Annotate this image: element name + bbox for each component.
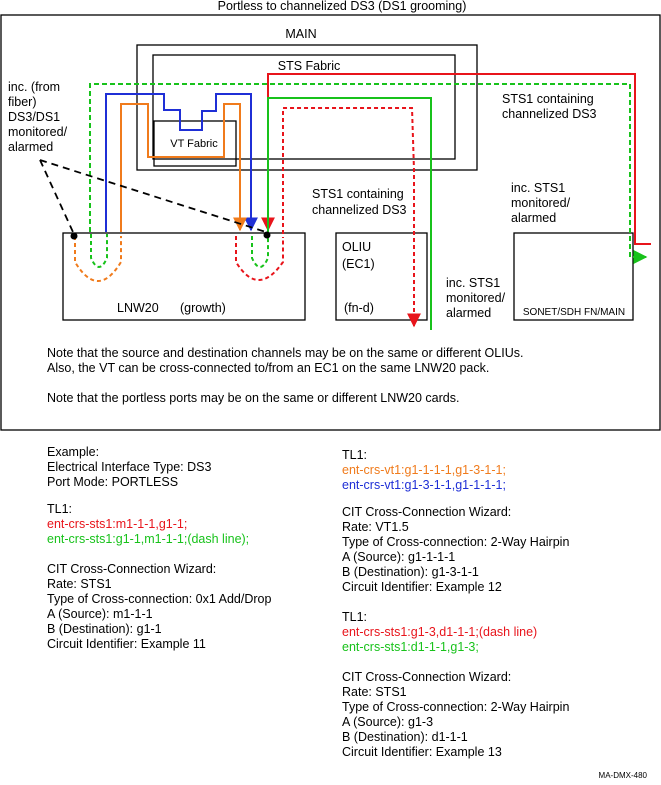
sts1-top-line: STS1 containing — [502, 92, 594, 106]
orange-hairpin-loop — [74, 236, 122, 282]
inc-sts1-oliu-line: inc. STS1 — [446, 276, 500, 290]
tl1-command-green: ent-crs-sts1:g1-1,m1-1-1;(dash line); — [47, 532, 250, 546]
monitor-pointer-right — [39, 159, 267, 233]
vt-fabric-box — [153, 120, 237, 167]
sonet-box — [513, 232, 634, 321]
wizard-circuit-right-2: Circuit Identifier: Example 13 — [342, 745, 502, 759]
inc-fiber-line: fiber) — [8, 95, 36, 109]
wizard-title-right-1: CIT Cross-Connection Wizard: — [342, 505, 512, 519]
sts1-mid-line: STS1 containing — [312, 187, 404, 201]
lnw20-label: LNW20 — [117, 301, 159, 315]
note-vt: Also, the VT can be cross-connected to/f… — [47, 361, 489, 375]
monitor-point-left — [70, 232, 78, 240]
blue-hairpin-loop — [90, 234, 108, 268]
inc-sts1-right-line: inc. STS1 — [511, 181, 565, 195]
wizard-circuit-left: Circuit Identifier: Example 11 — [47, 637, 206, 651]
figure-id: MA-DMX-480 — [598, 771, 647, 780]
lnw20-box — [62, 232, 306, 321]
right-example-block: TL1: ent-crs-vt1:g1-1-1-1,g1-3-1-1; ent-… — [342, 448, 569, 760]
wizard-source-left: A (Source): m1-1-1 — [47, 607, 153, 621]
inc-fiber-line: alarmed — [8, 140, 53, 154]
inc-sts1-right-line: monitored/ — [511, 196, 571, 210]
sts1-mid-annotation: STS1 containing channelized DS3 — [312, 187, 407, 217]
inc-sts1-oliu-annotation: inc. STS1 monitored/ alarmed — [446, 276, 509, 320]
tl1-command-green-2: ent-crs-sts1:d1-1-1,g1-3; — [342, 640, 479, 654]
sonet-label: SONET/SDH FN/MAIN — [523, 307, 625, 318]
wizard-rate-left: Rate: STS1 — [47, 577, 112, 591]
cross-connection-diagram: Portless to channelized DS3 (DS1 groomin… — [0, 0, 661, 431]
sts-fabric-box — [152, 54, 456, 160]
wizard-source-right-2: A (Source): g1-3 — [342, 715, 434, 729]
tl1-label-right-1: TL1: — [342, 448, 368, 462]
tl1-command-blue: ent-crs-vt1:g1-3-1-1,g1-1-1-1; — [342, 478, 506, 492]
monitor-pointer-left — [39, 159, 74, 233]
wizard-type-right-1: Type of Cross-connection: 2-Way Hairpin — [342, 535, 570, 549]
green-hairpin-loop — [251, 236, 269, 268]
wizard-type-right-2: Type of Cross-connection: 2-Way Hairpin — [342, 700, 570, 714]
sts1-top-line: channelized DS3 — [502, 107, 597, 121]
wizard-title-right-2: CIT Cross-Connection Wizard: — [342, 670, 512, 684]
tl1-command-red: ent-crs-sts1:m1-1-1,g1-1; — [47, 517, 188, 531]
wizard-rate-right-2: Rate: STS1 — [342, 685, 407, 699]
wizard-title-left: CIT Cross-Connection Wizard: — [47, 562, 217, 576]
wizard-destination-left: B (Destination): g1-1 — [47, 622, 162, 636]
interface-type: Electrical Interface Type: DS3 — [47, 460, 212, 474]
oliu-ec1-label: (EC1) — [342, 257, 375, 271]
diagram-title: Portless to channelized DS3 (DS1 groomin… — [218, 0, 467, 13]
green-solid-sts1-path — [267, 97, 432, 330]
sts1-top-annotation: STS1 containing channelized DS3 — [502, 92, 597, 121]
oliu-label: OLIU — [342, 240, 371, 254]
note-portless: Note that the portless ports may be on t… — [47, 391, 459, 405]
left-example-block: Example: Electrical Interface Type: DS3 … — [47, 445, 271, 652]
green-dashed-sts1-path — [89, 83, 648, 264]
inc-sts1-right-annotation: inc. STS1 monitored/ alarmed — [511, 181, 574, 225]
red-hairpin-loop — [235, 236, 284, 281]
inc-sts1-right-line: alarmed — [511, 211, 556, 225]
main-box — [136, 44, 478, 171]
inc-sts1-oliu-line: alarmed — [446, 306, 491, 320]
wizard-circuit-right-1: Circuit Identifier: Example 12 — [342, 580, 502, 594]
main-label: MAIN — [285, 27, 316, 41]
wizard-destination-right-1: B (Destination): g1-3-1-1 — [342, 565, 479, 579]
tl1-label-right-2: TL1: — [342, 610, 368, 624]
tl1-command-red-2: ent-crs-sts1:g1-3,d1-1-1;(dash line) — [342, 625, 538, 639]
sts-fabric-label: STS Fabric — [278, 59, 341, 73]
oliu-fnd-label: (fn-d) — [344, 301, 374, 315]
port-mode: Port Mode: PORTLESS — [47, 475, 179, 489]
tl1-command-orange: ent-crs-vt1:g1-1-1-1,g1-3-1-1; — [342, 463, 506, 477]
wizard-destination-right-2: B (Destination): d1-1-1 — [342, 730, 468, 744]
red-dashed-sts1-path — [282, 107, 421, 328]
inc-fiber-line: inc. (from — [8, 80, 60, 94]
note-channels: Note that the source and destination cha… — [47, 346, 523, 360]
oliu-box — [335, 232, 428, 321]
blue-vt-path — [105, 93, 258, 232]
orange-vt-path — [120, 103, 247, 232]
monitor-point-right — [263, 231, 271, 239]
wizard-source-right-1: A (Source): g1-1-1-1 — [342, 550, 456, 564]
inc-fiber-line: DS3/DS1 — [8, 110, 60, 124]
inc-sts1-oliu-line: monitored/ — [446, 291, 506, 305]
diagram-frame — [0, 14, 661, 431]
example-title: Example: — [47, 445, 100, 459]
wizard-rate-right-1: Rate: VT1.5 — [342, 520, 409, 534]
sts1-mid-line: channelized DS3 — [312, 203, 407, 217]
inc-fiber-annotation: inc. (from fiber) DS3/DS1 monitored/ ala… — [8, 80, 71, 154]
tl1-label-left: TL1: — [47, 502, 73, 516]
vt-fabric-label: VT Fabric — [170, 138, 218, 150]
inc-fiber-line: monitored/ — [8, 125, 68, 139]
wizard-type-left: Type of Cross-connection: 0x1 Add/Drop — [47, 592, 272, 606]
growth-label: (growth) — [180, 301, 226, 315]
